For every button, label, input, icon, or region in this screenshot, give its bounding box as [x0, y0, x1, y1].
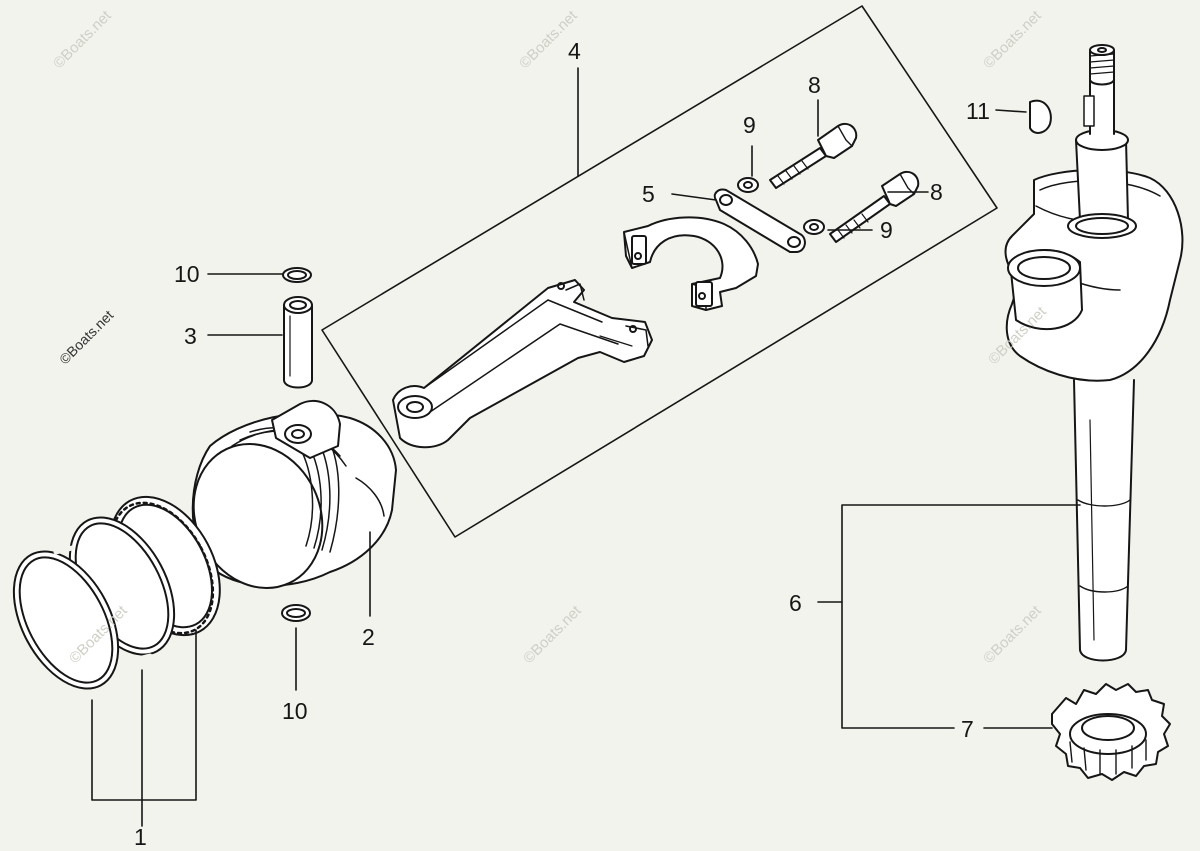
timing-gear	[1051, 683, 1171, 781]
callout-washer-lower: 9	[880, 217, 893, 243]
callout-timing-gear: 7	[961, 716, 974, 742]
callout-piston-rings: 1	[134, 824, 147, 850]
callout-rod-bolt-upper: 8	[808, 72, 821, 98]
washer-upper	[737, 177, 759, 193]
callout-rod-bolt-lower: 8	[930, 179, 943, 205]
callout-connecting-rod-assembly: 4	[568, 38, 581, 64]
pin-clip-lower	[281, 604, 311, 622]
piston-rings	[12, 495, 221, 690]
assembly-box	[321, 5, 998, 538]
lock-plate	[713, 188, 806, 253]
callout-piston: 2	[362, 624, 375, 650]
leader-lines	[91, 67, 1081, 827]
washer-lower	[803, 219, 825, 235]
rod-cap	[623, 216, 759, 311]
woodruff-key	[1029, 99, 1052, 134]
connecting-rod	[392, 279, 653, 449]
callout-lock-plate: 5	[642, 181, 655, 207]
piston	[191, 399, 397, 590]
callout-crankshaft-assembly: 6	[789, 590, 802, 616]
callout-piston-pin: 3	[184, 323, 197, 349]
callout-washer-upper: 9	[743, 112, 756, 138]
piston-pin	[283, 296, 313, 389]
crankshaft	[1004, 44, 1184, 662]
rod-bolt-upper	[769, 122, 858, 189]
callout-pin-clip-upper: 10	[174, 261, 200, 287]
callout-pin-clip-lower: 10	[282, 698, 308, 724]
callout-woodruff-key: 11	[966, 98, 990, 124]
rod-bolt-lower	[829, 170, 920, 243]
pin-clip-upper	[282, 267, 312, 283]
